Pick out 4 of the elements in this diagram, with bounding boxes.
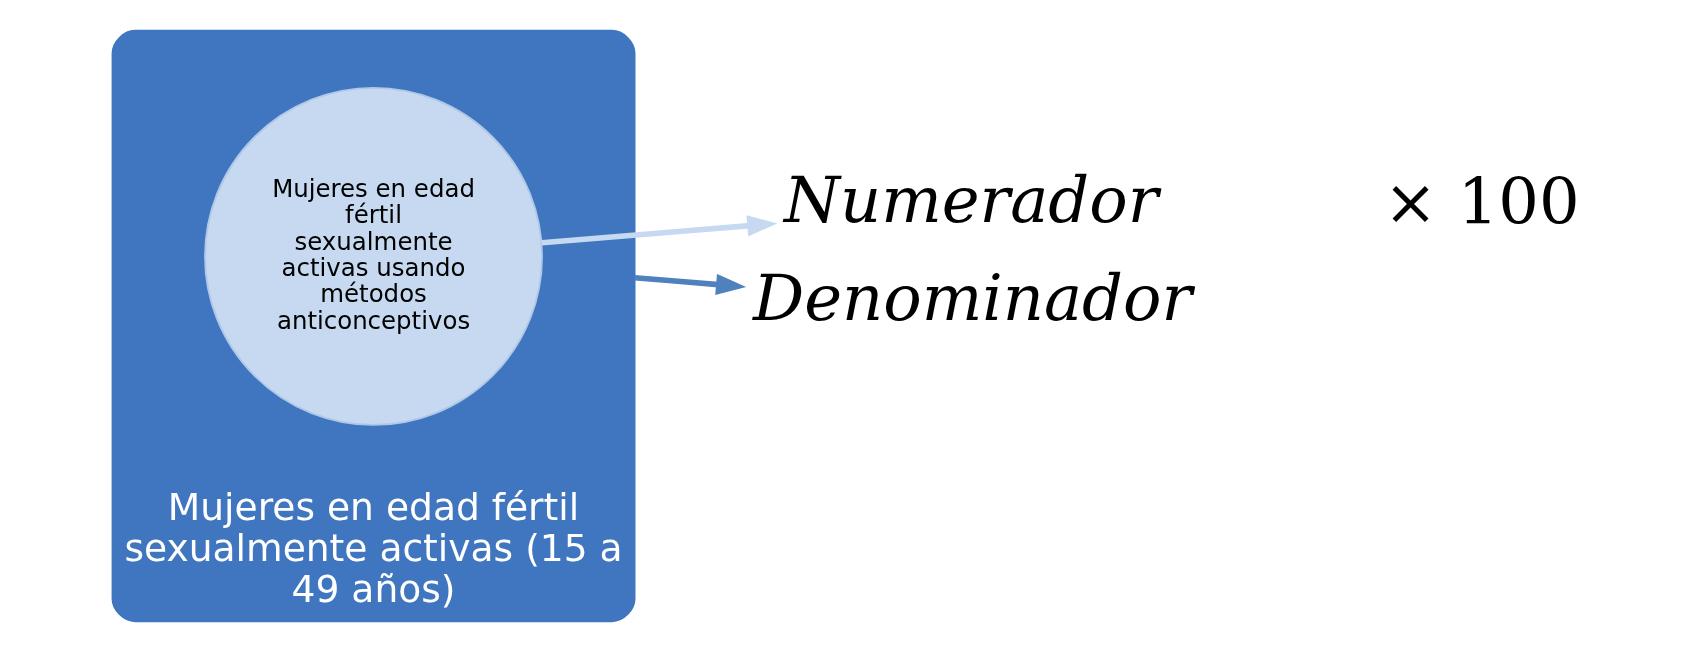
arrow bbox=[541, 215, 777, 246]
arrow bbox=[633, 273, 746, 295]
label: × 100 bbox=[1383, 164, 1580, 239]
node-circle: Mujeres en edad fértil sexualmente activas usando métodos anticonceptivos bbox=[203, 86, 543, 426]
